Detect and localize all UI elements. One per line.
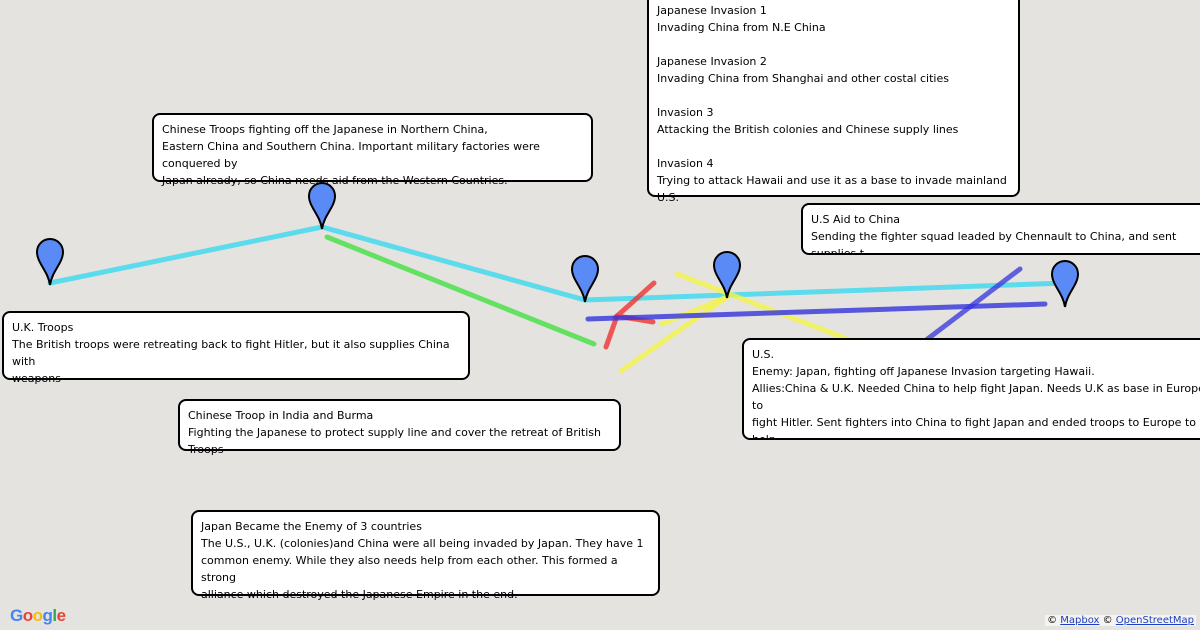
route-cyan[interactable]	[47, 224, 1068, 303]
bubble-line: fight Hitler. Sent fighters into China t…	[752, 416, 1200, 440]
map-marker-pin-icon[interactable]	[35, 238, 65, 286]
attr-text: ©	[1047, 615, 1061, 626]
bubble-line: weapons	[12, 372, 61, 385]
google-logo: Google	[10, 606, 66, 625]
bubble-line: Invading China from Shanghai and other c…	[657, 72, 949, 85]
map-marker-pin-icon[interactable]	[307, 182, 337, 230]
mapbox-link[interactable]: Mapbox	[1060, 615, 1100, 626]
bubble-line: Allies:China & U.K. Needed China to help…	[752, 382, 1200, 412]
map-marker-pin-icon[interactable]	[570, 255, 600, 303]
info-bubble-chinese-troops: Chinese Troops fighting off the Japanese…	[152, 113, 593, 187]
route-yellow-3[interactable]	[618, 294, 730, 374]
osm-link[interactable]: OpenStreetMap	[1115, 615, 1194, 626]
bubble-title: U.K. Troops	[12, 321, 74, 334]
bubble-line: Enemy: Japan, fighting off Japanese Inva…	[752, 365, 1095, 378]
route-yellow-2[interactable]	[659, 294, 730, 327]
map-marker-pin-icon[interactable]	[712, 251, 742, 299]
bubble-line: Eastern China and Southern China. Import…	[162, 140, 544, 170]
bubble-line: Invading China from N.E China	[657, 21, 826, 34]
bubble-line: Attacking the British colonies and Chine…	[657, 123, 959, 136]
route-yellow-1[interactable]	[674, 271, 853, 343]
bubble-line	[657, 36, 1010, 53]
route-red-2[interactable]	[603, 313, 620, 350]
bubble-title: Chinese Troop in India and Burma	[188, 409, 374, 422]
bubble-title: U.S Aid to China	[811, 213, 901, 226]
bubble-line: Invasion 3	[657, 106, 714, 119]
bubble-title: Japan Became the Enemy of 3 countries	[201, 520, 422, 533]
bubble-line: Invasion 4	[657, 157, 714, 170]
bubble-line: The British troops were retreating back …	[12, 338, 454, 368]
bubble-line: The U.S., U.K. (colonies)and China were …	[201, 537, 644, 550]
bubble-title: U.S.	[752, 348, 775, 361]
route-blue-1[interactable]	[585, 301, 1048, 322]
bubble-title: Chinese Troops fighting off the Japanese…	[162, 123, 488, 136]
route-blue-2[interactable]	[910, 266, 1023, 353]
bubble-line: alliance which destroyed the Japanese Em…	[201, 588, 518, 601]
info-bubble-us: U.S. Enemy: Japan, fighting off Japanese …	[742, 338, 1200, 440]
attr-text: ©	[1099, 615, 1116, 626]
info-bubble-japanese-invasions: Japanese Invasion 1 Invading China from N…	[647, 0, 1020, 204]
bubble-line	[657, 138, 1010, 155]
bubble-line: Japanese Invasion 2	[657, 55, 767, 68]
bubble-line: Sending the fighter squad leaded by Chen…	[811, 230, 1180, 255]
attribution: © Mapbox © OpenStreetMap	[1045, 615, 1196, 626]
route-green[interactable]	[324, 234, 597, 347]
bubble-line: Fighting the Japanese to protect supply …	[188, 426, 605, 456]
bubble-line: common enemy. While they also needs help…	[201, 554, 622, 584]
bubble-line: Japan already, so China needs aid from t…	[162, 174, 508, 187]
bubble-title: Japanese Invasion 1	[657, 4, 767, 17]
map-marker-pin-icon[interactable]	[1050, 260, 1080, 308]
bubble-line	[657, 87, 1010, 104]
bubble-line: Trying to attack Hawaii and use it as a …	[657, 174, 1011, 204]
